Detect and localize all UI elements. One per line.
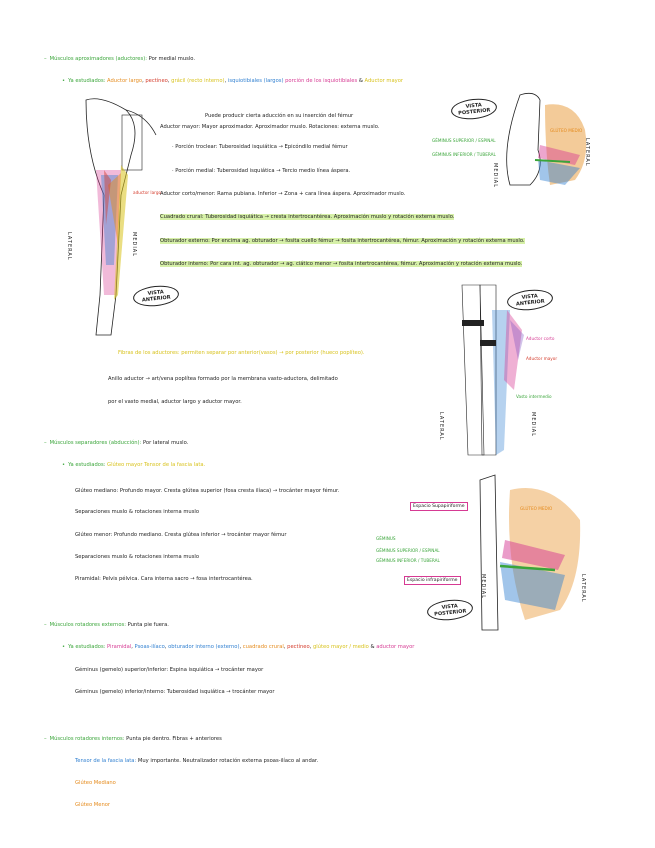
aductores-line-2: · Porción troclear: Tuberosidad isquiáti…	[172, 144, 348, 150]
espacio-suprapiriforme-label: Espacio Supapiriforme	[410, 502, 468, 511]
section-rotadores-ext-title: –Músculos rotadores externos: Punta pie …	[44, 622, 169, 628]
aductores-line-5: Cuadrado crural: Tuberosidad isquiática …	[160, 214, 455, 220]
vasto-intermedio-label: Vasto intermedio	[516, 394, 552, 399]
section-rotadores-int-title: –Músculos rotadores internos: Punta pie …	[44, 736, 222, 742]
gluteo-medio-label-2: GLÚTEO MEDIO	[520, 506, 553, 511]
middle-line-0: Fibras de los aductores: permiten separa…	[118, 350, 365, 356]
section-aductores-list: •Ya estudiados: Aductor largo, pectíneo,…	[62, 78, 404, 84]
anterior-muscles-diagram	[461, 284, 524, 456]
separadores-line-1: Separaciones muslo & rotaciones interna …	[75, 509, 200, 515]
middle-medial-label: MEDIAL	[530, 412, 536, 438]
rotadores-line-0: Géminus (gemelo) superior/inferior: Espi…	[75, 667, 264, 673]
geminus-inferior-label-2: GÉMINUS INFERIOR / TUBERAL	[376, 558, 440, 563]
aductores-line-4: Aductor corto/menor: Rama pubiana. Infer…	[160, 191, 406, 197]
rotadores-int-menor: Glúteo Menor	[75, 802, 111, 808]
aductor-largo-label: aductor largo	[133, 190, 162, 195]
rotadores-int-tensor: Tensor de la fascia lata: Muy importante…	[75, 758, 319, 764]
section-separadores-list: •Ya estudiados: Glúteo mayor Tensor de l…	[62, 462, 206, 468]
section-aductores-title: –Músculos aproximadores (aductores): Por…	[44, 56, 196, 62]
anterior-thigh-diagram	[85, 98, 157, 336]
posterior-medial-label-2: MEDIAL	[480, 574, 486, 600]
separadores-line-0: Glúteo mediano: Profundo mayor. Cresta g…	[75, 488, 340, 494]
espacio-infrapiriforme-label: Espacio infrapiriforme	[404, 576, 461, 585]
separadores-line-2: Glúteo menor: Profundo mediano. Cresta g…	[75, 532, 287, 538]
geminus-superior-label-1: GÉMINUS SUPERIOR / ESPINAL	[432, 138, 496, 143]
vista-posterior-tag-2: VISTA POSTERIOR	[426, 597, 474, 623]
posterior-lateral-label-1: LATERAL	[584, 138, 590, 167]
aductor-mayor-label: Aductor mayor	[526, 356, 558, 361]
geminus-label: GÉMINUS	[376, 536, 396, 541]
separadores-line-4: Piramidal: Pelvis pélvica. Cara interna …	[75, 576, 253, 582]
section-rotadores-ext-list: •Ya estudiados: Piramidal, Psoas-ilíaco,…	[62, 644, 415, 650]
aductor-corto-label: Aductor corto	[526, 336, 555, 341]
aductores-line-0: Puede producir cierta aducción en su ins…	[205, 113, 354, 119]
middle-lateral-label: LATERAL	[438, 412, 444, 441]
geminus-superior-label-2: GÉMINUS SUPERIOR / ESPINAL	[376, 548, 440, 553]
aductores-line-1: Aductor mayor: Mayor aproximador. Aproxi…	[160, 124, 380, 130]
anterior-medial-label: MEDIAL	[131, 232, 137, 258]
rotadores-int-mediano: Glúteo Mediano	[75, 780, 116, 786]
middle-line-2: por el vasto medial, aductor largo y adu…	[108, 399, 242, 405]
aductores-line-7: Obturador interno: Por cara int. ag. obt…	[160, 261, 523, 267]
posterior-hip-diagram	[506, 92, 587, 186]
posterior-medial-label-1: MEDIAL	[492, 163, 498, 189]
middle-line-1: Anillo aductor → art/vena poplítea forma…	[108, 376, 338, 382]
separadores-line-3: Separaciones muslo & rotaciones interna …	[75, 554, 200, 560]
rotadores-line-1: Géminus (gemelo) inferior/interno: Tuber…	[75, 689, 275, 695]
aductores-line-3: · Porción medial: Tuberosidad isquiática…	[172, 168, 351, 174]
aductores-line-6: Obturador externo: Por encima ag. obtura…	[160, 238, 525, 244]
posterior-lateral-label-2: LATERAL	[580, 574, 586, 603]
geminus-inferior-label-1: GÉMINUS INFERIOR / TUBERAL	[432, 152, 496, 157]
anterior-lateral-label: LATERAL	[66, 232, 72, 261]
gluteo-medio-label-1: GLÚTEO MEDIO	[550, 128, 583, 133]
section-separadores-title: –Músculos separadores (abducción): Por l…	[44, 440, 189, 446]
posterior-hip-diagram-2	[479, 474, 581, 631]
